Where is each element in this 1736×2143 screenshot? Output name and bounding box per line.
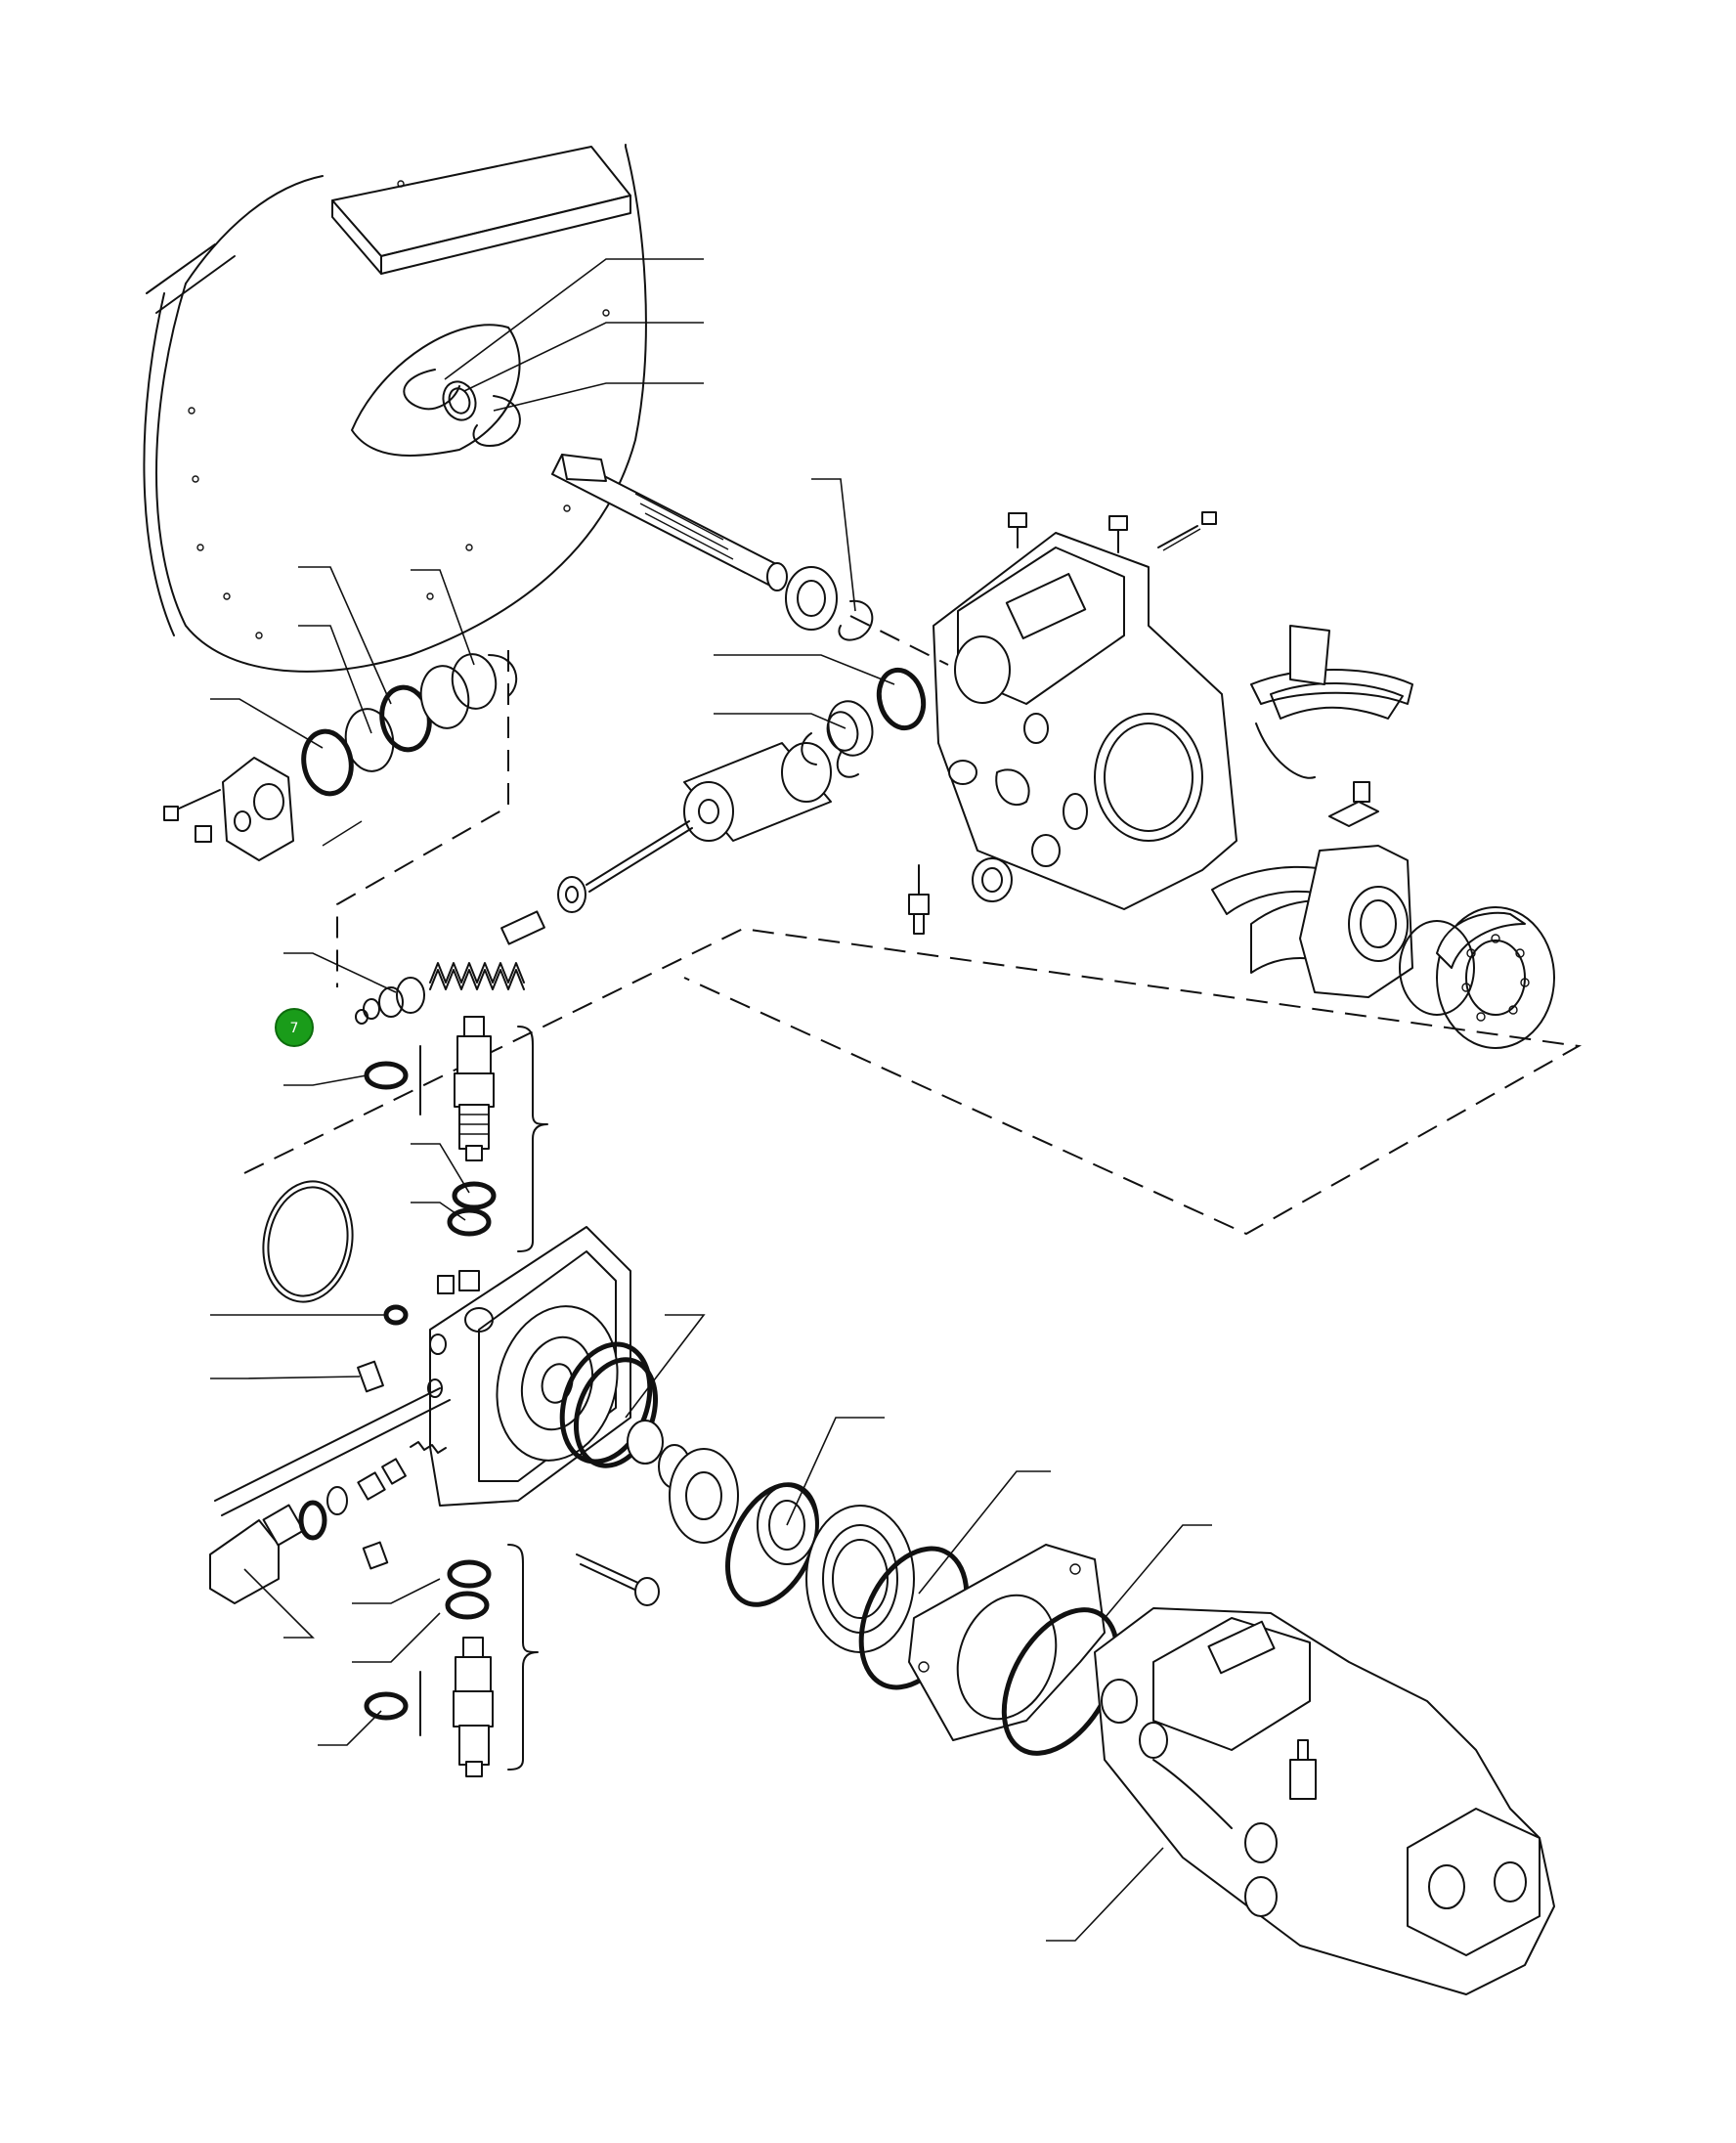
- relief-valve-orings: [364, 1061, 497, 1721]
- relief-valve-upper: [454, 1016, 495, 1161]
- swash-plate: [1299, 781, 1413, 998]
- charge-pump-parts: [627, 1420, 970, 1690]
- leader-lines: [210, 258, 1212, 1942]
- bracket-upper: [419, 1026, 548, 1252]
- end-cover: [163, 757, 363, 861]
- check-valve-assembly: [209, 1387, 451, 1604]
- piston-seal-rings: [801, 667, 927, 778]
- main-pump-housing: [933, 532, 1237, 910]
- bracket-lower: [419, 1544, 539, 1771]
- swash-plate-bearing-upper: [1250, 625, 1413, 779]
- flywheel-housing: [143, 144, 647, 673]
- cap-screw: [576, 1553, 660, 1606]
- snap-ring-set-upper: [403, 369, 521, 447]
- set-screws: [357, 1360, 389, 1570]
- drive-shaft: [551, 454, 788, 591]
- control-piston: [586, 742, 832, 893]
- relief-valve-lower: [453, 1637, 494, 1777]
- housing-screws-top: [1008, 511, 1217, 553]
- port-plate: [262, 1180, 631, 1507]
- callout-hotspot-7-marker[interactable]: [275, 1008, 314, 1047]
- cover-seal-rings: [301, 653, 518, 797]
- assembled-pump: [1094, 1607, 1555, 1995]
- callout-hotspot-7-number: 7: [290, 1021, 299, 1036]
- spring-assembly: [355, 876, 586, 1025]
- plug-and-nozzle: [908, 760, 1013, 935]
- cylinder-block: [1399, 906, 1555, 1049]
- assembly-outlines: [243, 615, 1583, 1236]
- callout-hotspot-7[interactable]: 7: [275, 1008, 314, 1047]
- shaft-snap-ring: [838, 599, 874, 641]
- shaft-bearing: [785, 566, 838, 631]
